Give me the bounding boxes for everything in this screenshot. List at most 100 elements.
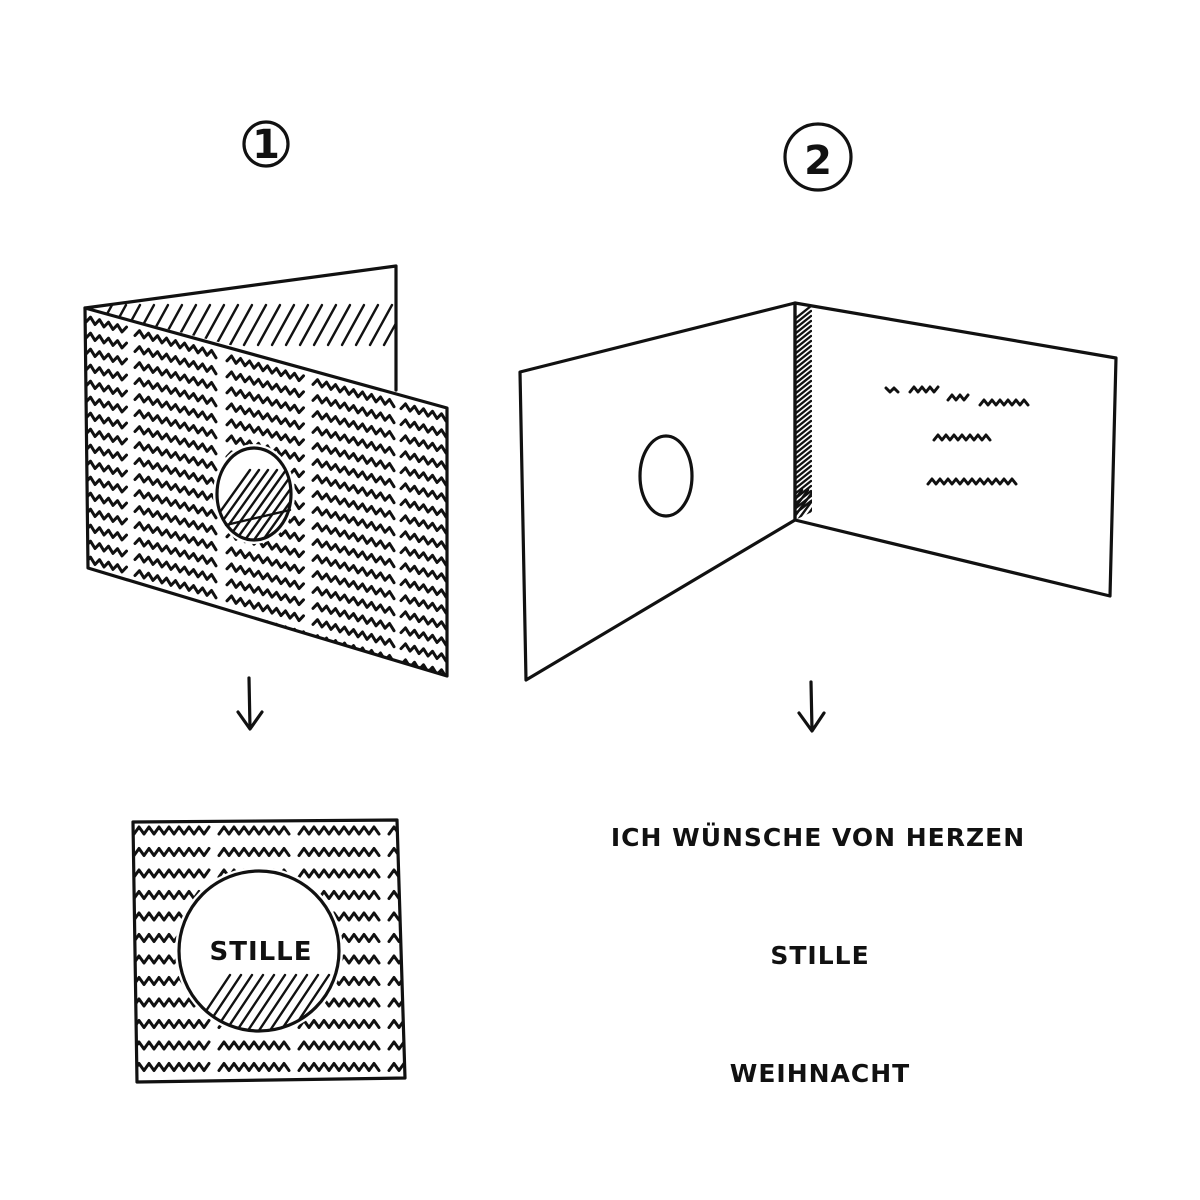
- hatch-line: [795, 499, 812, 515]
- hatch-line: [298, 303, 324, 347]
- hatch-line: [900, 490, 922, 520]
- hatch-line: [996, 490, 1018, 520]
- arrow-down-left: [236, 676, 264, 731]
- hatch-line: [795, 439, 812, 455]
- scribble-line: [85, 411, 447, 519]
- hatch-line: [795, 444, 812, 460]
- hatch-line: [796, 488, 812, 520]
- hatch-line: [795, 309, 812, 325]
- card-back-panel: [83, 264, 398, 392]
- scribble-line: [85, 555, 447, 663]
- hatch-line: [443, 470, 493, 540]
- hatch-line: [270, 303, 296, 347]
- hatch-line: [942, 490, 964, 520]
- hatch-line: [795, 359, 812, 375]
- hatch-line: [382, 303, 396, 347]
- hatch-line: [552, 305, 574, 345]
- hatch-line: [795, 344, 812, 360]
- card-back-hatching: [88, 303, 616, 347]
- scribble-line: [85, 523, 447, 631]
- hatch-line: [243, 468, 291, 540]
- result-circle: [177, 869, 341, 1033]
- hatch-line: [256, 303, 282, 347]
- hatch-line: [852, 490, 874, 520]
- scribble-line: [133, 825, 405, 836]
- hatch-line: [214, 303, 240, 347]
- scribble-line: [85, 331, 447, 439]
- hatch-line: [936, 490, 958, 520]
- hatch-line: [894, 490, 916, 520]
- hatch-line: [496, 305, 518, 345]
- hatch-line: [906, 490, 928, 520]
- hatch-line: [948, 490, 970, 520]
- scribble-line: [85, 443, 447, 551]
- hatch-line: [954, 490, 976, 520]
- folded-card-closed: [83, 264, 616, 678]
- scribble-line: [133, 954, 405, 965]
- step-1-number: 1: [252, 122, 280, 168]
- scribble-line: [133, 1040, 405, 1051]
- hatch-line: [822, 490, 844, 520]
- hatch-line: [276, 973, 320, 1031]
- hatch-line: [482, 305, 504, 345]
- hatch-line: [795, 469, 812, 485]
- hatch-line: [795, 389, 812, 405]
- hatch-line: [795, 374, 812, 390]
- hatch-line: [870, 490, 892, 520]
- hatch-line: [960, 490, 982, 520]
- scribble-line: [85, 539, 447, 647]
- hatch-line: [116, 303, 142, 347]
- hatch-line: [795, 484, 812, 500]
- hatch-line: [454, 305, 476, 345]
- hatch-line: [312, 303, 338, 347]
- hatch-line: [840, 490, 862, 520]
- hatch-line: [828, 490, 850, 520]
- result-inside-text: ICH WÜNSCHE VON HERZEN STILLE WEIHNACHT: [611, 822, 1024, 1088]
- hatch-line: [412, 305, 434, 345]
- step-1-marker: 1: [242, 120, 290, 168]
- scribble-line: [85, 379, 447, 487]
- hatch-line: [425, 470, 475, 540]
- open-card-hole: [638, 434, 694, 518]
- hatch-line: [594, 305, 616, 345]
- hatch-line: [225, 468, 279, 540]
- hatch-line: [452, 470, 502, 540]
- result-card-outline: [131, 818, 407, 1084]
- hatch-line: [795, 434, 812, 450]
- hatch-line: [795, 379, 812, 395]
- scribble-line: [85, 363, 447, 471]
- hatch-line: [524, 305, 546, 345]
- hatch-line: [795, 474, 812, 490]
- hatch-line: [398, 305, 420, 345]
- hatch-line: [795, 409, 812, 425]
- hatch-line: [876, 490, 898, 520]
- hatch-line: [795, 454, 812, 470]
- hatch-line: [1014, 490, 1036, 520]
- hatch-line: [984, 490, 1006, 520]
- card-front-panel: [83, 306, 449, 678]
- hatch-line: [795, 429, 812, 445]
- scribble-line: [133, 911, 405, 922]
- hatch-line: [426, 305, 448, 345]
- scribble-line: [133, 890, 405, 900]
- hatch-line: [228, 303, 254, 347]
- hatch-line: [217, 468, 252, 540]
- open-card-right-panel: [793, 301, 1118, 598]
- hatch-line: [888, 490, 910, 520]
- hatch-line: [966, 490, 988, 520]
- scribble-line: [85, 491, 447, 599]
- hatch-line: [795, 414, 812, 430]
- hatch-line: [795, 319, 812, 335]
- hatch-line: [918, 490, 940, 520]
- hatch-line: [795, 329, 812, 345]
- hatch-line: [265, 973, 309, 1031]
- hatch-line: [510, 305, 532, 345]
- hatch-line: [795, 459, 812, 475]
- hatch-line: [795, 489, 812, 505]
- hatch-line: [912, 490, 934, 520]
- hatch-line: [340, 303, 366, 347]
- open-card-spine-hatching: [795, 304, 1036, 520]
- hatch-line: [972, 490, 994, 520]
- hatch-line: [978, 490, 1000, 520]
- hatch-line: [795, 314, 812, 330]
